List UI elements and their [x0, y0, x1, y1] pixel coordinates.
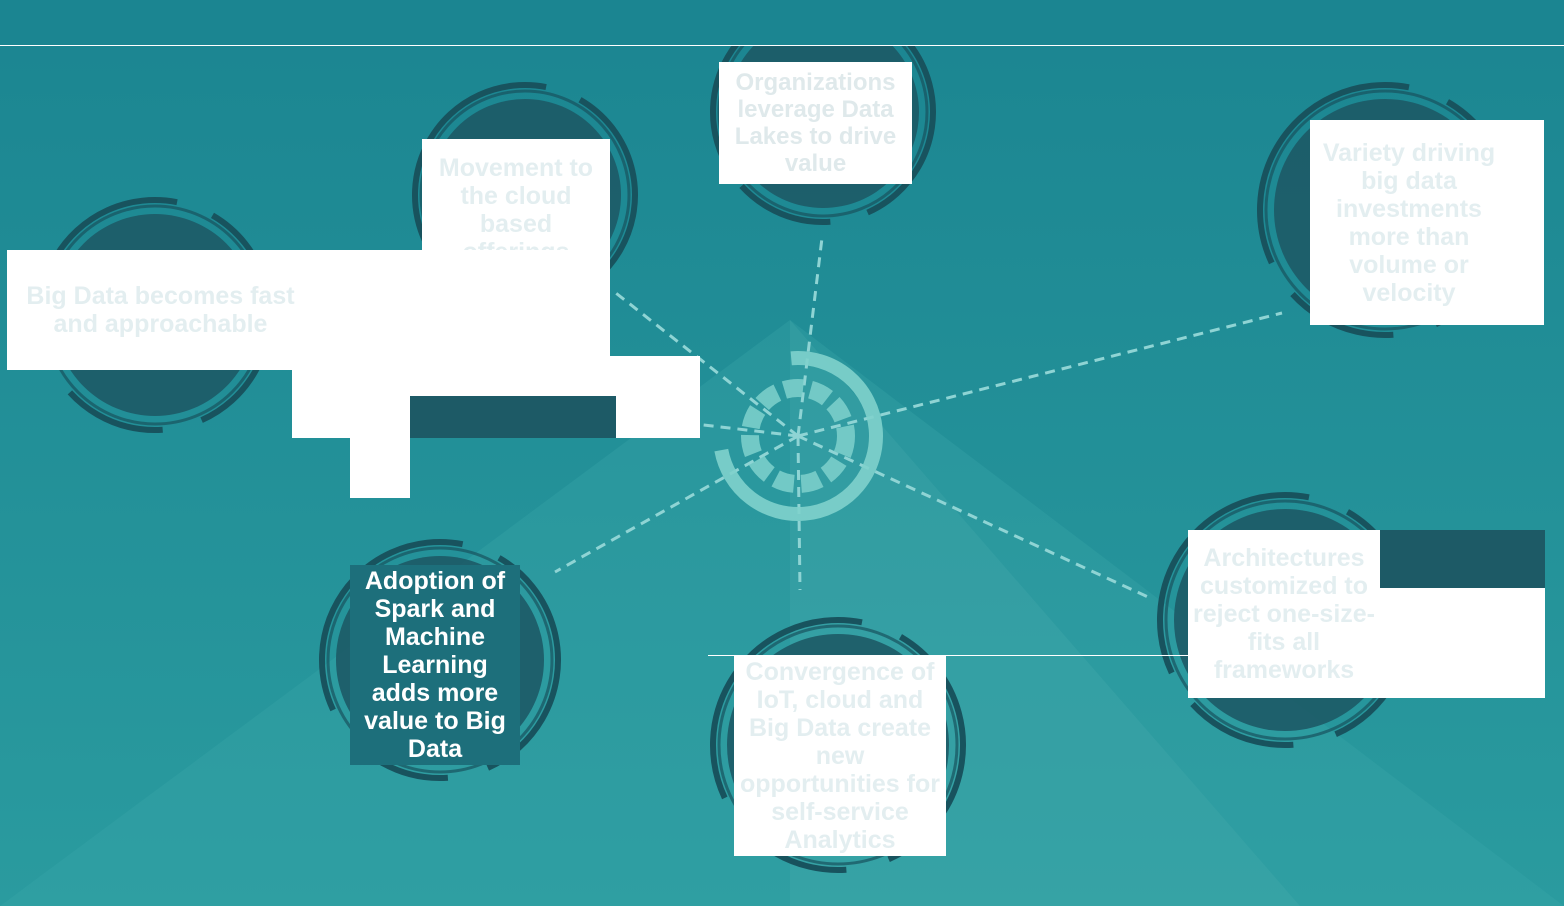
node-label-lower-left: Adoption of Spark and Machine Learning a…: [350, 565, 520, 765]
connector-lower-left: [554, 434, 799, 574]
white-overlay-block: [410, 396, 616, 438]
node-label-right-text: Variety driving big data investments mor…: [1322, 138, 1496, 307]
node-label-left: Big Data becomes fast and approachable: [7, 250, 610, 370]
node-label-bottom: Convergence of IoT, cloud and Big Data c…: [734, 656, 946, 856]
node-label-lower-right: Architectures customized to reject one-s…: [1188, 530, 1380, 698]
node-label-lower-right-text: Architectures customized to reject one-s…: [1192, 544, 1375, 684]
node-label-left-text: Big Data becomes fast and approachable: [26, 282, 295, 338]
divider-line: [708, 655, 1188, 656]
connector-right: [797, 311, 1283, 438]
top-banner-block: [0, 0, 1564, 46]
connector-lower-right: [797, 434, 1149, 599]
node-label-right: Variety driving big data investments mor…: [1310, 120, 1544, 325]
node-label-top: Organizations leverage Data Lakes to dri…: [719, 62, 912, 184]
hub-icon: [713, 351, 883, 521]
node-label-bottom-text: Convergence of IoT, cloud and Big Data c…: [740, 658, 940, 854]
connector-upper-left: [611, 288, 799, 438]
white-overlay-block: [350, 436, 410, 498]
node-label-lower-left-text: Adoption of Spark and Machine Learning a…: [364, 567, 506, 763]
node-label-top-text: Organizations leverage Data Lakes to dri…: [734, 69, 897, 177]
